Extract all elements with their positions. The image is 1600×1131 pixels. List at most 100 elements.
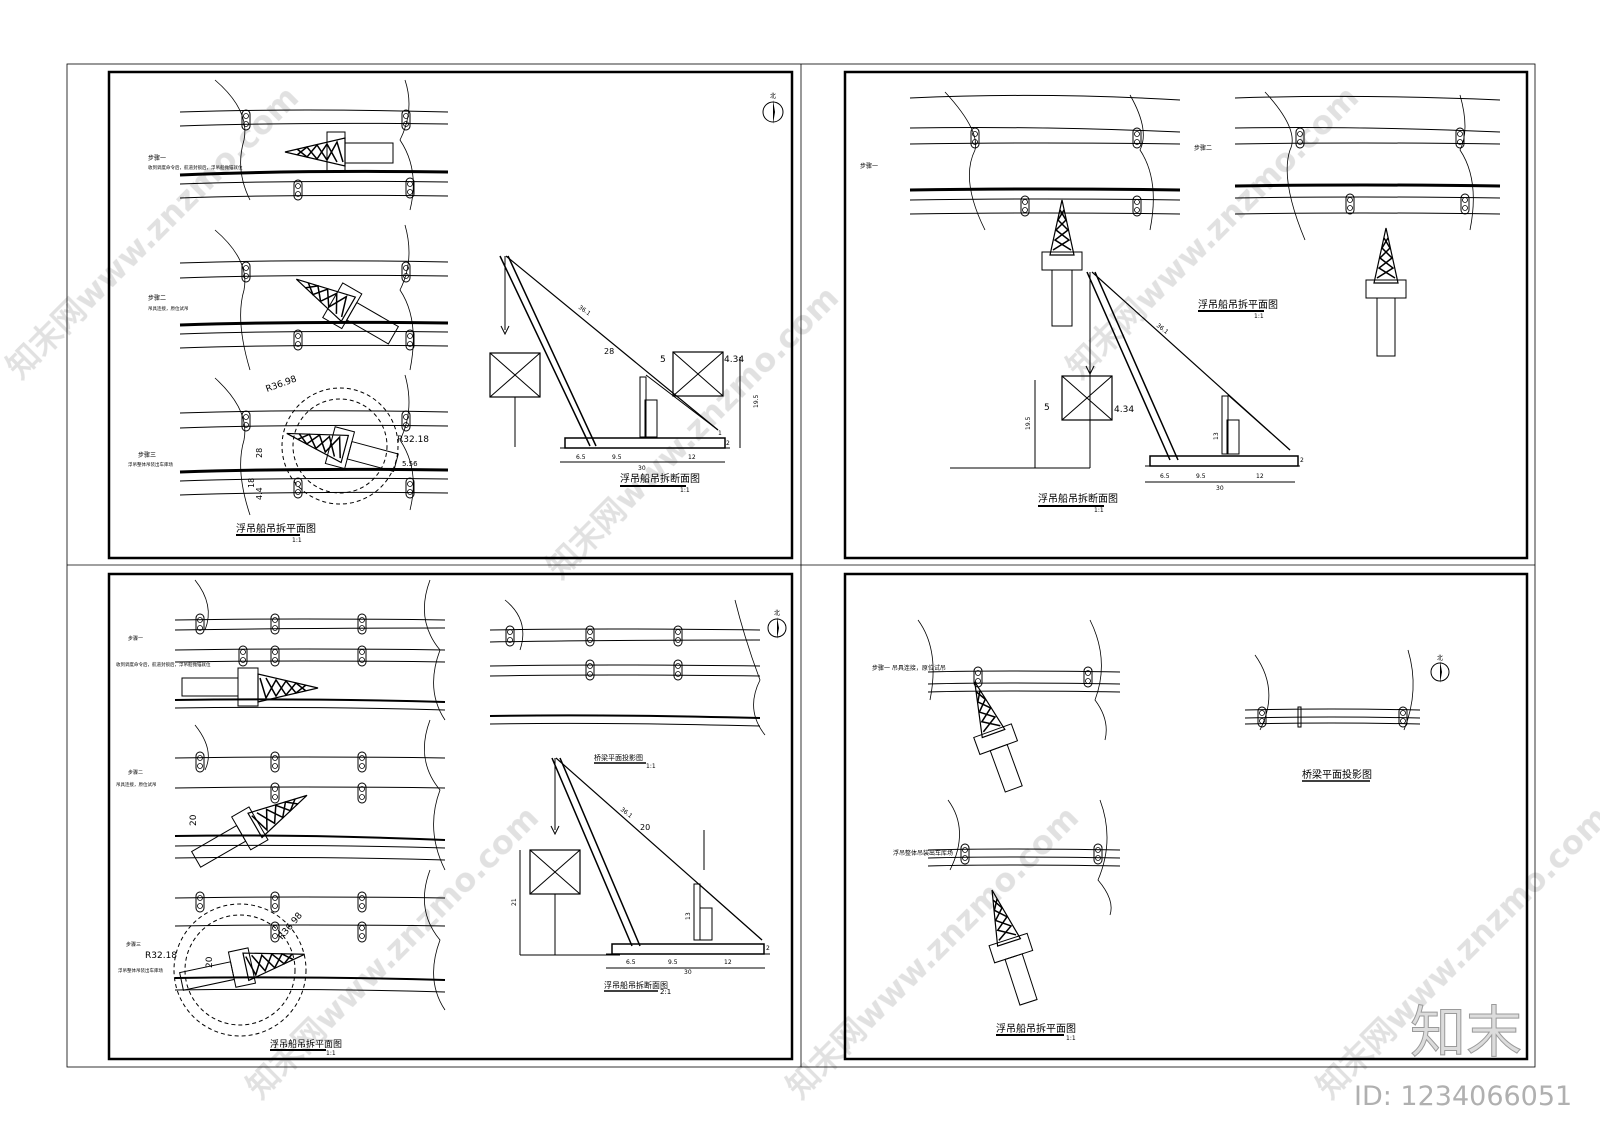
svg-text:浮吊船吊拆断面图: 浮吊船吊拆断面图 (620, 472, 700, 485)
section-view: 36.1 28 5 4.34 19.5 6.5 9.5 12 30 2 1 (489, 255, 760, 472)
svg-text:北: 北 (770, 92, 776, 100)
svg-text:6.5: 6.5 (626, 959, 636, 966)
svg-text:1: 1 (718, 430, 722, 437)
svg-text:北: 北 (1437, 654, 1443, 662)
plan-step-2: 浮吊整体吊装出车库场 (893, 799, 1121, 1006)
svg-text:步骤二: 步骤二 (148, 294, 166, 302)
plan-step-1: 步骤一 收到调度命令后，航道封锁后，浮吊船抛锚就位 (148, 79, 449, 211)
svg-text:2: 2 (726, 440, 730, 447)
plan-step-1: 步骤一 收到调度命令后，航道封锁后，浮吊船抛锚就位 (116, 579, 446, 721)
svg-text:步骤三: 步骤三 (138, 451, 156, 459)
plan-step-3: R36.98 R32.18 28 18 5.56 4.4 步骤三 浮吊整体吊装出… (128, 374, 449, 516)
panel-frame (107, 70, 794, 560)
svg-text:浮吊船吊拆平面图: 浮吊船吊拆平面图 (1198, 298, 1278, 311)
svg-text:20: 20 (640, 823, 650, 832)
svg-text:19.5: 19.5 (1025, 416, 1032, 430)
svg-text:5: 5 (1044, 403, 1050, 413)
panel-frame (843, 70, 1529, 560)
north-arrow-icon: 北 (1430, 654, 1450, 683)
svg-text:9.5: 9.5 (1196, 473, 1206, 480)
svg-text:北: 北 (774, 609, 780, 617)
svg-text:2: 2 (1300, 457, 1304, 464)
svg-text:步骤一: 步骤一 (860, 162, 878, 170)
bridge-projection (1244, 649, 1421, 731)
svg-text:12: 12 (1256, 473, 1264, 480)
panel-bottom-right: 北 步骤一 吊具连接，原位试吊 (843, 572, 1529, 1061)
svg-text:6.5: 6.5 (576, 454, 586, 461)
svg-text:19.5: 19.5 (753, 394, 760, 408)
plan-step-2: 步骤二 吊具连接，原位试吊 (148, 224, 449, 371)
north-arrow-icon: 北 (767, 609, 787, 639)
svg-text:步骤一 吊具连接，原位试吊: 步骤一 吊具连接，原位试吊 (872, 664, 946, 672)
svg-text:28: 28 (604, 347, 614, 356)
svg-text:21: 21 (511, 898, 518, 906)
svg-text:9.5: 9.5 (612, 454, 622, 461)
svg-text:20: 20 (189, 814, 199, 826)
svg-text:1:1: 1:1 (646, 763, 656, 770)
svg-text:浮吊船吊拆平面图: 浮吊船吊拆平面图 (270, 1038, 342, 1050)
svg-text:36.1: 36.1 (619, 806, 634, 820)
plan-step-1: 步骤一 吊具连接，原位试吊 (872, 619, 1121, 793)
svg-text:4.34: 4.34 (1114, 405, 1134, 415)
plan-step-1: 步骤一 (860, 91, 1181, 327)
svg-text:知末网www.znzmo.com: 知末网www.znzmo.com (1059, 78, 1366, 385)
svg-text:收到调度命令后，航道封锁后，浮吊船抛锚就位: 收到调度命令后，航道封锁后，浮吊船抛锚就位 (148, 164, 243, 171)
svg-text:30: 30 (638, 465, 646, 472)
north-arrow-icon: 北 (762, 92, 784, 124)
svg-text:浮吊整体吊装出车库场: 浮吊整体吊装出车库场 (118, 967, 163, 974)
panel-frame (843, 572, 1529, 1061)
panel-top-right: 步骤一 步骤二 浮吊船吊拆平面图 1:1 (843, 70, 1529, 560)
svg-text:1:1: 1:1 (326, 1050, 336, 1057)
svg-text:5: 5 (660, 355, 666, 365)
svg-text:13: 13 (685, 912, 692, 920)
watermark-layer: 知末网www.znzmo.com 知末网www.znzmo.com 知末网www… (0, 78, 1600, 1105)
svg-text:浮吊整体吊装出车库场: 浮吊整体吊装出车库场 (128, 461, 173, 468)
panel-top-left: 北 步骤一 收到调度命令后，航道封锁后，浮吊船抛锚就位 (107, 70, 794, 560)
svg-text:13: 13 (1213, 432, 1220, 440)
svg-text:12: 12 (724, 959, 732, 966)
section-view: 36.1 20 21 13 6.5 9.5 12 30 2 (511, 757, 770, 976)
svg-text:步骤二: 步骤二 (128, 769, 143, 776)
svg-text:R32.18: R32.18 (145, 951, 177, 961)
svg-text:桥梁平面投影图: 桥梁平面投影图 (594, 753, 643, 762)
svg-text:桥梁平面投影图: 桥梁平面投影图 (1302, 768, 1372, 781)
svg-text:30: 30 (1216, 485, 1224, 492)
svg-text:1:1: 1:1 (292, 537, 302, 544)
svg-text:步骤二: 步骤二 (1194, 144, 1212, 152)
panel-frame (107, 572, 794, 1061)
svg-text:浮吊船吊拆平面图: 浮吊船吊拆平面图 (996, 1022, 1076, 1035)
asset-id: ID: 1234066051 (1354, 1081, 1572, 1112)
svg-text:1:1: 1:1 (1066, 1035, 1076, 1042)
svg-text:步骤一: 步骤一 (148, 154, 166, 162)
svg-text:12: 12 (688, 454, 696, 461)
svg-text:知末网www.znzmo.com: 知末网www.znzmo.com (539, 278, 846, 585)
svg-text:收到调度命令后，航道封锁后，浮吊船抛锚就位: 收到调度命令后，航道封锁后，浮吊船抛锚就位 (116, 661, 211, 668)
svg-text:浮吊整体吊装出车库场: 浮吊整体吊装出车库场 (893, 849, 953, 857)
svg-text:吊具连接，原位试吊: 吊具连接，原位试吊 (148, 305, 189, 312)
svg-text:1:1: 1:1 (1254, 313, 1264, 320)
svg-text:1:1: 1:1 (1094, 507, 1104, 514)
svg-text:9.5: 9.5 (668, 959, 678, 966)
svg-text:R32.18: R32.18 (397, 435, 429, 445)
svg-text:知末网www.znzmo.com: 知末网www.znzmo.com (0, 78, 306, 385)
svg-text:30: 30 (684, 969, 692, 976)
svg-text:18: 18 (247, 478, 256, 488)
svg-text:吊具连接，原位试吊: 吊具连接，原位试吊 (116, 781, 157, 788)
site-logo: 知末 (1410, 1001, 1522, 1066)
panel-bottom-left: 北 步骤一 收到调度命令后，航道封锁后，浮吊船抛锚就位 (107, 572, 794, 1061)
svg-text:2: 2 (766, 945, 770, 952)
svg-text:浮吊船吊拆平面图: 浮吊船吊拆平面图 (236, 522, 316, 535)
svg-text:4.4: 4.4 (255, 487, 264, 500)
svg-text:浮吊船吊拆断面图: 浮吊船吊拆断面图 (1038, 492, 1118, 505)
svg-text:步骤一: 步骤一 (128, 635, 143, 642)
svg-text:2:1: 2:1 (660, 988, 671, 996)
svg-text:R36.98: R36.98 (277, 911, 305, 942)
svg-text:1:1: 1:1 (680, 487, 690, 494)
bridge-projection (489, 599, 766, 736)
section-view: 36.1 19.5 4.34 5 13 6.5 9.5 12 30 2 (950, 271, 1304, 492)
svg-text:28: 28 (255, 448, 264, 458)
svg-text:5.56: 5.56 (402, 460, 418, 468)
plan-step-2: 20 步骤二 吊具连接，原位试吊 (116, 719, 446, 871)
svg-text:步骤三: 步骤三 (126, 941, 141, 948)
